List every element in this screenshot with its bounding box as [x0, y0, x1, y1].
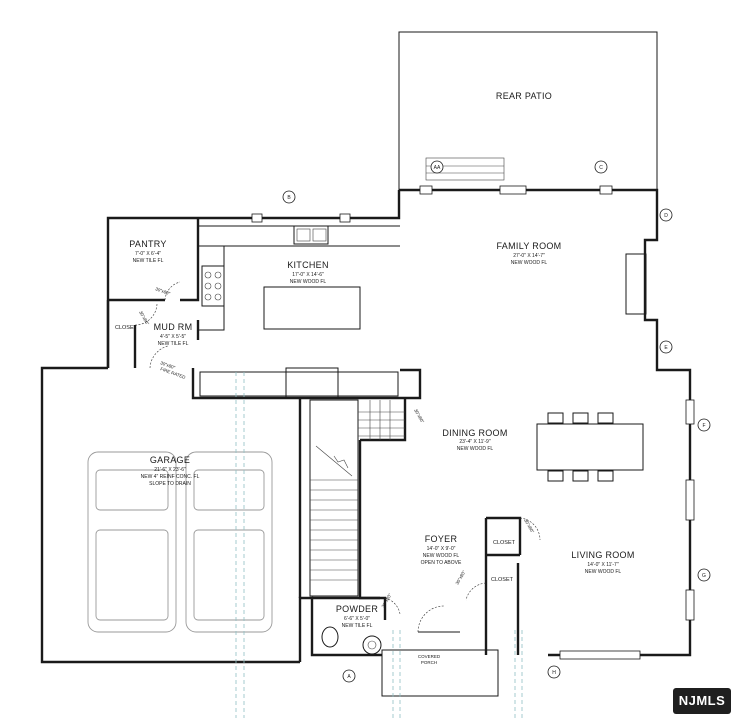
powder-floor: NEW TILE FL: [342, 623, 373, 629]
living-room-label: LIVING ROOM: [571, 550, 634, 560]
covered-porch-area: [381, 605, 523, 718]
fireplace: [625, 253, 647, 315]
kitchen-dims: 17'-0" X 14'-6": [292, 272, 324, 278]
garage-note: SLOPE TO DRAIN: [149, 481, 191, 487]
powder-dims: 6'-6" X 5'-0": [344, 616, 370, 622]
powder-fixtures: [321, 626, 382, 655]
family-room-floor: NEW WOOD FL: [511, 260, 548, 266]
family-room-dims: 27'-0" X 14'-7": [513, 253, 545, 259]
tag-b: B: [287, 195, 291, 201]
pantry-floor: NEW TILE FL: [133, 258, 164, 264]
tag-a: A: [347, 674, 351, 680]
powder-door-label: 30"x80": [381, 592, 393, 608]
pantry-dims: 7'-0" X 6'-4": [135, 251, 161, 257]
garage-door-label: 30"x80": [160, 360, 177, 370]
room-labels: REAR PATIO FAMILY ROOM 27'-0" X 14'-7" N…: [115, 91, 634, 665]
foyer-note: OPEN TO ABOVE: [421, 560, 462, 566]
covered-porch-label-2: PORCH: [421, 660, 437, 665]
dining-room-floor: NEW WOOD FL: [457, 446, 494, 452]
mud-door-label: 30"x80": [138, 310, 150, 326]
dining-room-label: DINING ROOM: [442, 428, 507, 438]
tag-f: F: [702, 423, 705, 429]
powder-label: POWDER: [336, 604, 379, 614]
closet-mud-label: CLOSET: [115, 325, 138, 331]
tag-c: C: [599, 165, 603, 171]
garage-label: GARAGE: [150, 455, 190, 465]
mud-rm-floor: NEW TILE FL: [158, 341, 189, 347]
njmls-watermark: NJMLS: [673, 688, 731, 714]
tag-g: G: [702, 573, 706, 579]
pass-through: [199, 367, 399, 399]
tag-h: H: [552, 670, 556, 676]
interior-walls: [298, 398, 541, 655]
tag-e: E: [664, 345, 668, 351]
dining-room-dims: 23'-4" X 11'-9": [459, 439, 490, 445]
living-room-floor: NEW WOOD FL: [585, 569, 622, 575]
garage-dims: 21'-6" X 23'-6": [154, 467, 186, 473]
covered-porch-label: COVERED: [418, 654, 441, 659]
kitchen-floor: NEW WOOD FL: [290, 279, 327, 285]
foyer-dims: 14'-0" X 9'-0": [427, 546, 456, 552]
dining-table: [536, 412, 644, 482]
tag-aa: AA: [434, 165, 441, 171]
foyer-floor: NEW WOOD FL: [423, 553, 460, 559]
family-room-label: FAMILY ROOM: [497, 241, 562, 251]
garage-cars: [87, 372, 273, 718]
closet-foyer-upper-label: CLOSET: [493, 540, 516, 546]
mud-rm-label: MUD RM: [154, 322, 193, 332]
rear-patio-label: REAR PATIO: [496, 91, 552, 101]
pantry-door-label: 30"x80": [155, 286, 172, 296]
foyer-door-label: 30"x80": [455, 569, 467, 585]
closet-foyer-lower-label: CLOSET: [491, 577, 514, 583]
stairs: [309, 399, 405, 597]
elevation-tags: AA C B D E F G H A: [282, 160, 711, 683]
closet-door-label: 30"x80": [523, 518, 535, 534]
kitchen-label: KITCHEN: [287, 260, 329, 270]
pantry-label: PANTRY: [129, 239, 166, 249]
tag-d: D: [664, 213, 668, 219]
foyer-label: FOYER: [425, 534, 458, 544]
living-room-dims: 14'-0" X 11'-7": [587, 562, 618, 568]
stair-door-label: 30"x80": [413, 408, 425, 424]
garage-floor: NEW 4" REINF CONC. FL: [141, 474, 200, 480]
rear-windows: [251, 185, 695, 660]
mud-rm-dims: 4'-5" X 5'-5": [160, 334, 186, 340]
kitchen-fixtures: [197, 225, 400, 331]
